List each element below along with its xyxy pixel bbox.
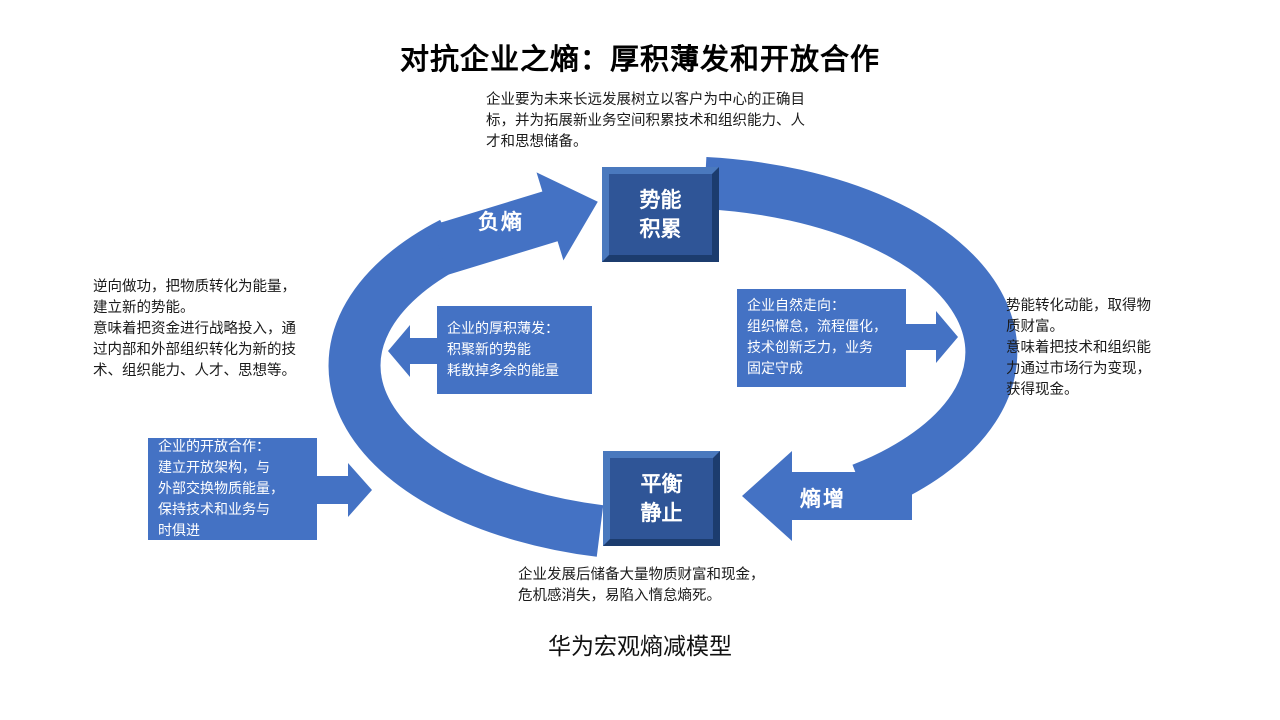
slide-title: 对抗企业之熵：厚积薄发和开放合作 (399, 42, 880, 76)
process-box-natural-trend: 企业自然走向： 组织懈怠，流程僵化， 技术创新乏力，业务 固定守成 (737, 289, 906, 387)
cycle-arc-right (703, 157, 1018, 514)
node-potential-accumulation: 势能 积累 (602, 167, 719, 262)
bottom-note: 企业发展后储备大量物质财富和现金， 危机感消失，易陷入惰怠熵死。 (518, 567, 765, 605)
cycle-arc-left (328, 219, 604, 557)
node-balance-static: 平衡 静止 (603, 451, 720, 546)
left-note: 逆向做功，把物质转化为能量， 建立新的势能。 意味着把资金进行战略投入，通 过内… (93, 279, 296, 380)
top-note: 企业要为未来长远发展树立以客户为中心的正确目 标，并为拓展新业务空间积累技术和组… (486, 92, 805, 151)
process-box-open-cooperation: 企业的开放合作： 建立开放架构，与 外部交换物质能量， 保持技术和业务与 时俱进 (148, 438, 317, 540)
negative-entropy-arrow (432, 172, 598, 275)
entropy-increase-label: 熵增 (800, 487, 846, 511)
process-box-accumulation: 企业的厚积薄发： 积聚新的势能 耗散掉多余的能量 (437, 306, 592, 394)
natural-trend-right-arrow-icon (906, 311, 958, 363)
right-note: 势能转化动能，取得物 质财富。 意味着把技术和组织能 力通过市场行为变现， 获得… (1006, 298, 1151, 399)
open-cooperation-right-arrow-icon (316, 463, 372, 517)
model-caption: 华为宏观熵减模型 (548, 634, 732, 660)
negative-entropy-label: 负熵 (478, 210, 524, 234)
dissipate-left-arrow-icon (388, 325, 438, 377)
entropy-increase-arrow (742, 451, 912, 541)
